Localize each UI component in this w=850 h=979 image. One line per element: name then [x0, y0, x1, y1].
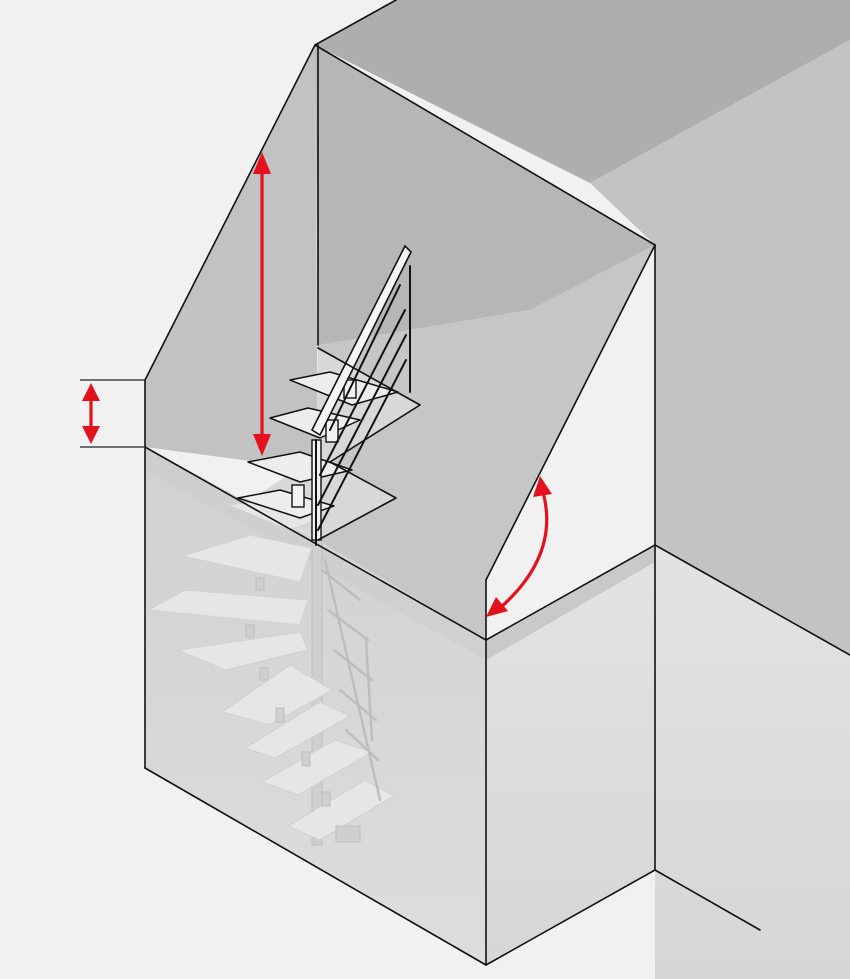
ghost-base-plate [335, 825, 361, 843]
rail-bar [329, 284, 401, 431]
gable-outline [144, 0, 397, 448]
floor-left-edge [144, 767, 487, 966]
stair-post [325, 419, 339, 443]
ceiling-front-edge [144, 446, 487, 641]
roof-to-ceiling-edge [485, 244, 656, 581]
right-base-edge [654, 869, 761, 931]
left-gable-face [145, 45, 318, 470]
ghost-baluster [364, 638, 374, 742]
rail-bar [317, 334, 407, 506]
handrail [310, 244, 412, 437]
lower-stair-ghost [147, 494, 395, 846]
opening-outline [317, 347, 421, 541]
ridge-edge [314, 44, 656, 246]
ghost-tread [181, 534, 313, 583]
ghost-post [321, 791, 331, 807]
right-floor-plane [655, 545, 850, 979]
upper-stair [237, 244, 412, 546]
roof-pitch-angle-arrow-icon [486, 476, 552, 617]
ghost-post [259, 667, 269, 681]
ghost-post [275, 707, 285, 723]
ghost-tread [261, 739, 373, 796]
ghost-tread [287, 779, 395, 841]
front-right-wall [486, 545, 655, 965]
ghost-post [245, 624, 255, 638]
ghost-tread [221, 664, 333, 726]
right-floor-edge [654, 544, 850, 656]
stair-tread [237, 489, 335, 519]
roof-upper-slope [315, 0, 850, 183]
ghost-tread [177, 631, 309, 671]
ghost-baluster [344, 728, 380, 762]
ceiling-shadow-band [486, 545, 655, 660]
dimension-markers [82, 152, 552, 617]
ghost-rail [323, 558, 382, 802]
opening-volume [145, 45, 655, 965]
rail-bar [319, 309, 406, 476]
floor-right-edge [485, 869, 656, 966]
ghost-baluster [332, 648, 374, 682]
knee-wall-height-arrow-icon [82, 383, 100, 444]
stair-post [291, 484, 305, 508]
ghost-baluster [320, 568, 362, 602]
outline-edges [80, 0, 850, 966]
headroom-height-arrow-icon [253, 152, 271, 456]
ghost-post [301, 751, 311, 767]
ghost-tread [147, 589, 309, 626]
ghost-tread [244, 701, 351, 759]
stair-tread [247, 451, 353, 483]
ghost-baluster [326, 608, 370, 642]
ghost-post [255, 577, 265, 591]
ceiling-right-edge [485, 544, 656, 641]
